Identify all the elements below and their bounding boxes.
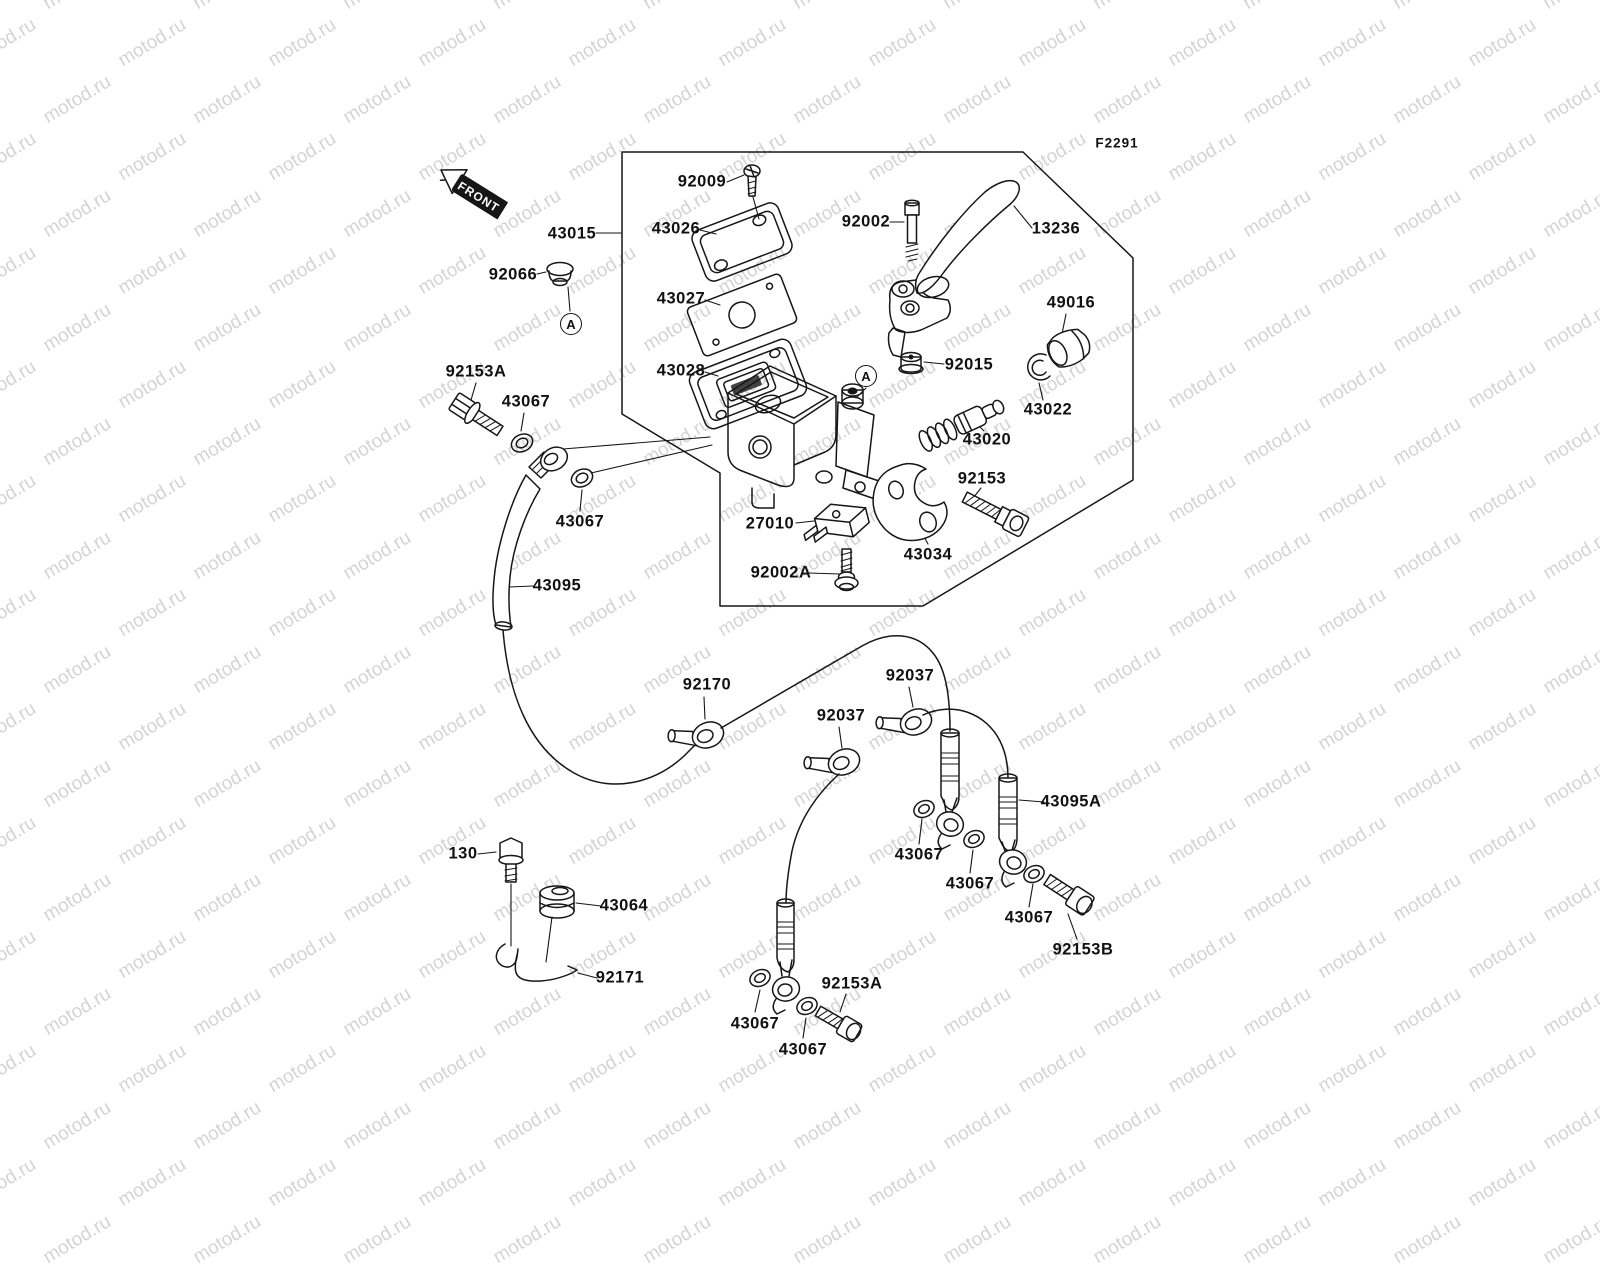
part-label-43027: 43027 bbox=[656, 289, 706, 308]
part-label-43067: 43067 bbox=[894, 845, 944, 864]
part-label-130: 130 bbox=[448, 844, 478, 863]
watermark-text: motod.ru bbox=[189, 1211, 265, 1268]
hose-joint-92037-b bbox=[875, 708, 933, 736]
handlebar-clamp bbox=[872, 462, 948, 542]
watermark-text: motod.ru bbox=[39, 1211, 115, 1268]
circlip bbox=[1027, 353, 1051, 381]
part-label-92015: 92015 bbox=[944, 355, 994, 374]
banjo-bolt-92153A-upper bbox=[448, 392, 504, 437]
part-label-92153A: 92153A bbox=[445, 362, 507, 381]
watermark-text: motod.ru bbox=[1089, 1211, 1165, 1268]
diaphragm-plate bbox=[686, 273, 798, 357]
watermark-text: motod.ru bbox=[789, 1211, 865, 1268]
callout-letter-A: A bbox=[855, 365, 877, 387]
front-direction-arrow: FRONT bbox=[439, 169, 508, 220]
clamp-bolt-130 bbox=[498, 837, 524, 947]
part-label-43020: 43020 bbox=[962, 430, 1012, 449]
retainer-wire-92171 bbox=[495, 943, 578, 982]
part-label-92170: 92170 bbox=[682, 675, 732, 694]
part-label-43022: 43022 bbox=[1023, 400, 1073, 419]
part-label-92037: 92037 bbox=[816, 706, 866, 725]
part-label-49016: 49016 bbox=[1046, 293, 1096, 312]
part-label-43095A: 43095A bbox=[1040, 792, 1102, 811]
part-label-92171: 92171 bbox=[595, 968, 645, 987]
part-label-43026: 43026 bbox=[651, 219, 701, 238]
part-label-92002A: 92002A bbox=[750, 563, 812, 582]
part-label-13236: 13236 bbox=[1031, 219, 1081, 238]
part-label-92037: 92037 bbox=[885, 666, 935, 685]
brake-lever bbox=[887, 179, 1020, 358]
switch-screw bbox=[834, 548, 859, 592]
reservoir-cap bbox=[691, 202, 793, 282]
sealing-washers bbox=[510, 433, 1045, 1016]
part-label-92153A: 92153A bbox=[821, 974, 883, 993]
labels-layer: F2291 43015 92066 92009 43026 43027 43028 9200… bbox=[445, 135, 1139, 1059]
watermark-text: motod.ru bbox=[489, 1211, 565, 1268]
reservoir-diaphragm bbox=[688, 338, 808, 430]
clamp-bolt-92153 bbox=[961, 491, 1030, 537]
part-label-92009: 92009 bbox=[677, 172, 727, 191]
part-label-43015: 43015 bbox=[547, 224, 597, 243]
hose-joint-92170 bbox=[667, 721, 725, 749]
part-label-43067: 43067 bbox=[1004, 908, 1054, 927]
rubber-plug bbox=[546, 261, 574, 287]
watermark-text: motod.ru bbox=[939, 1211, 1015, 1268]
part-label-92153B: 92153B bbox=[1052, 940, 1114, 959]
lever-pivot-bolt bbox=[904, 199, 920, 262]
grommet-43064 bbox=[539, 885, 575, 919]
part-label-43028: 43028 bbox=[656, 361, 706, 380]
piston-assembly bbox=[918, 399, 1005, 452]
brake-hose-43095A bbox=[922, 708, 1028, 888]
banjo-bolt-92153B bbox=[1043, 873, 1095, 916]
part-label-92066: 92066 bbox=[488, 265, 538, 284]
banjo-bolt-92153A-lower bbox=[814, 1005, 863, 1043]
exploded-view-boundary bbox=[621, 151, 1134, 607]
brake-hose-lower bbox=[771, 773, 840, 1015]
brake-hose-middle bbox=[720, 635, 965, 850]
brake-hose-43095 bbox=[492, 446, 696, 785]
part-label-43034: 43034 bbox=[903, 545, 953, 564]
part-label-43095: 43095 bbox=[532, 576, 582, 595]
part-label-43067: 43067 bbox=[555, 512, 605, 531]
hose-joint-92037-a bbox=[803, 748, 861, 776]
watermark-text: motod.ru bbox=[1239, 1211, 1315, 1268]
pivot-locknut bbox=[898, 351, 924, 375]
part-label-43067: 43067 bbox=[778, 1040, 828, 1059]
brake-light-switch bbox=[803, 503, 870, 543]
cap-screw bbox=[743, 164, 761, 197]
part-label-43067: 43067 bbox=[501, 392, 551, 411]
dust-boot bbox=[1046, 328, 1091, 368]
master-cylinder-reservoir bbox=[727, 365, 837, 509]
part-label-43067: 43067 bbox=[730, 1014, 780, 1033]
part-label-43067: 43067 bbox=[945, 874, 995, 893]
part-label-27010: 27010 bbox=[745, 514, 795, 533]
part-label-92002: 92002 bbox=[841, 212, 891, 231]
figure-code: F2291 bbox=[1095, 135, 1139, 151]
watermark-text: motod.ru bbox=[1539, 1211, 1600, 1268]
parts-diagram-art: FRONT bbox=[439, 151, 1134, 1043]
part-label-92153: 92153 bbox=[957, 469, 1007, 488]
watermark-text: motod.ru bbox=[639, 1211, 715, 1268]
watermark-text: motod.ru bbox=[1389, 1211, 1465, 1268]
watermark-text: motod.ru bbox=[339, 1211, 415, 1268]
part-label-43064: 43064 bbox=[599, 896, 649, 915]
callout-letter-A: A bbox=[560, 313, 582, 335]
